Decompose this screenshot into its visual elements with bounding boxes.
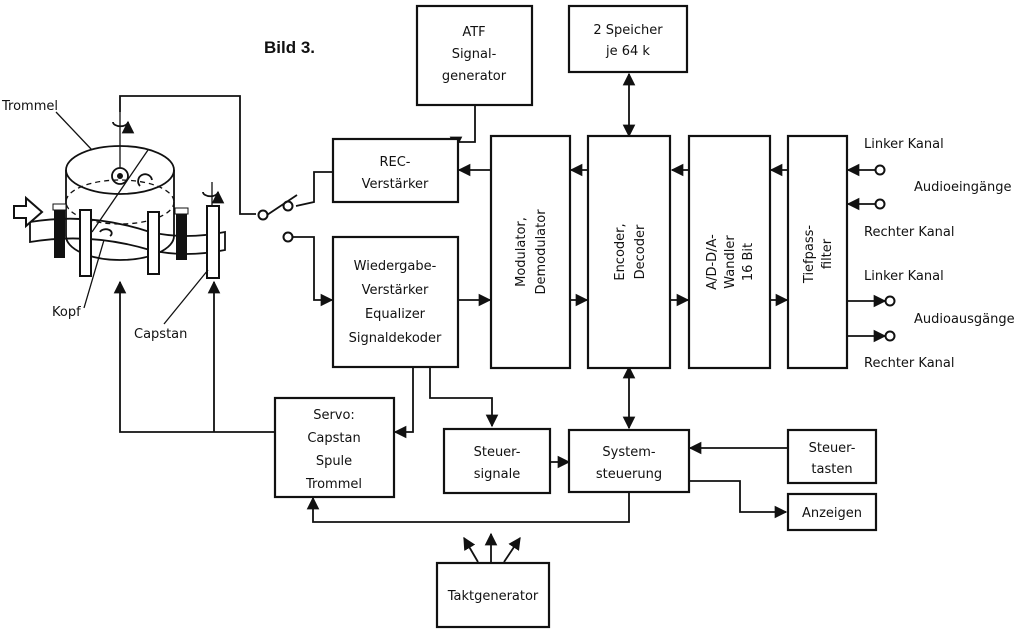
svg-text:System-: System- (602, 445, 655, 460)
connections (113, 72, 887, 563)
svg-text:REC-: REC- (379, 155, 410, 170)
trommel-label: Trommel (1, 99, 58, 114)
linker-kanal-out-label: Linker Kanal (864, 269, 944, 284)
svg-text:filter: filter (820, 238, 835, 269)
svg-text:signale: signale (474, 467, 520, 482)
steuersignale-block: Steuer- signale (442, 427, 552, 495)
systemsteuerung-block: System- steuerung (567, 428, 691, 494)
svg-text:Servo:: Servo: (313, 408, 355, 423)
svg-text:Steuer-: Steuer- (809, 441, 856, 456)
encoder-decoder-block: Encoder, Decoder (586, 134, 672, 370)
wiedergabe-verstaerker-block: Wiedergabe- Verstärker Equalizer Signald… (331, 235, 460, 369)
svg-text:Signal-: Signal- (452, 47, 497, 62)
audioeingaenge-label: Audioeingänge (914, 180, 1012, 195)
svg-text:Wiedergabe-: Wiedergabe- (354, 259, 437, 274)
svg-text:Verstärker: Verstärker (362, 283, 429, 298)
svg-text:Trommel: Trommel (305, 477, 362, 492)
svg-text:tasten: tasten (811, 462, 852, 477)
atf-generator-block: ATF Signal- generator (415, 4, 534, 107)
svg-text:Steuer-: Steuer- (474, 445, 521, 460)
svg-text:Modulator,: Modulator, (514, 217, 529, 287)
figure-title: Bild 3. (264, 38, 315, 57)
svg-text:Spule: Spule (316, 454, 352, 469)
rec-verstaerker-block: REC- Verstärker (331, 137, 460, 204)
rechter-kanal-out-label: Rechter Kanal (864, 356, 955, 371)
rechter-kanal-in-label: Rechter Kanal (864, 225, 955, 240)
audio-terminals (874, 164, 896, 342)
modulator-block: Modulator, Demodulator (489, 134, 572, 370)
svg-text:Verstärker: Verstärker (362, 177, 429, 192)
svg-text:Anzeigen: Anzeigen (802, 506, 862, 521)
svg-text:ATF: ATF (462, 25, 485, 40)
svg-text:Tiefpass-: Tiefpass- (802, 225, 817, 284)
svg-text:Capstan: Capstan (307, 431, 360, 446)
svg-text:Decoder: Decoder (633, 224, 648, 279)
audioausgaenge-label: Audioausgänge (914, 312, 1015, 327)
trommel-leader (55, 111, 93, 151)
svg-text:Wandler: Wandler (723, 235, 738, 289)
svg-text:2 Speicher: 2 Speicher (593, 23, 663, 38)
svg-text:A/D-D/A-: A/D-D/A- (705, 234, 720, 290)
speicher-block: 2 Speicher je 64 k (567, 4, 689, 74)
svg-text:je 64 k: je 64 k (605, 44, 650, 59)
linker-kanal-in-label: Linker Kanal (864, 137, 944, 152)
kopf-leader (83, 239, 105, 309)
svg-text:generator: generator (442, 69, 507, 84)
servo-block: Servo: Capstan Spule Trommel (273, 396, 396, 499)
tape-drum-mechanism (13, 112, 226, 279)
anzeigen-block: Anzeigen (786, 492, 878, 532)
ad-da-wandler-block: A/D-D/A- Wandler 16 Bit (687, 134, 772, 370)
svg-text:Taktgenerator: Taktgenerator (447, 589, 539, 604)
svg-text:Equalizer: Equalizer (365, 307, 426, 322)
tiefpassfilter-block: Tiefpass- filter (786, 134, 849, 370)
svg-text:Signaldekoder: Signaldekoder (349, 331, 442, 346)
kopf-label: Kopf (52, 305, 81, 320)
steuertasten-block: Steuer- tasten (786, 428, 878, 485)
capstan-label: Capstan (134, 327, 187, 342)
capstan-leader (163, 269, 209, 325)
svg-text:Encoder,: Encoder, (613, 223, 628, 280)
taktgenerator-block: Taktgenerator (435, 561, 551, 629)
svg-text:16 Bit: 16 Bit (741, 243, 756, 281)
svg-text:steuerung: steuerung (596, 467, 662, 482)
svg-text:Demodulator: Demodulator (534, 209, 549, 295)
